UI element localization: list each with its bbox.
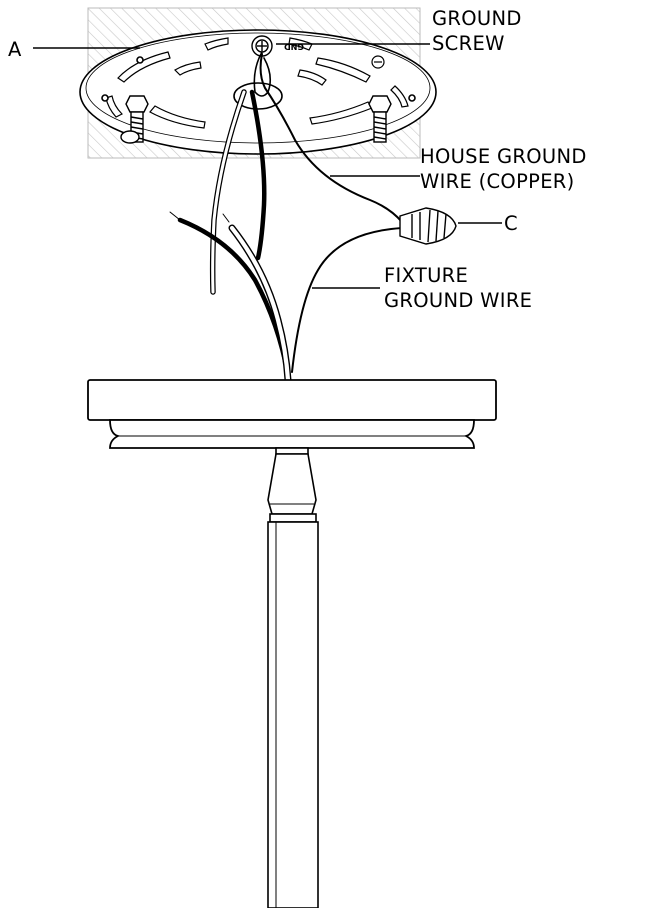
wires <box>169 51 403 384</box>
leader-lines <box>33 43 502 289</box>
label-fixture-ground-wire-line2: GROUND WIRE <box>384 289 532 312</box>
label-c: C <box>504 212 518 235</box>
ground-screw <box>251 35 273 57</box>
fixture-ground-wire <box>291 227 403 373</box>
label-ground-screw-line2: SCREW <box>432 32 505 55</box>
label-house-ground-wire-line2: WIRE (COPPER) <box>420 170 575 193</box>
label-house-ground-wire-line1: HOUSE GROUND <box>420 145 587 168</box>
house-black-wire <box>249 89 267 261</box>
mounting-plate <box>79 29 437 155</box>
plate-stamp: GND <box>284 42 304 51</box>
fixture-stem <box>267 447 319 908</box>
labels: A GROUND SCREW HOUSE GROUND WIRE (COPPER… <box>8 7 587 312</box>
label-fixture-ground-wire-line1: FIXTURE <box>384 264 468 287</box>
small-screw <box>371 55 385 69</box>
mounting-bolt-right <box>368 95 392 143</box>
house-ground-wire <box>259 53 403 223</box>
wire-nut-connector <box>399 207 457 245</box>
ground-wire-loop <box>253 51 272 97</box>
label-ground-screw-line1: GROUND <box>432 7 522 30</box>
plate-slots <box>105 37 409 129</box>
label-a: A <box>8 38 22 61</box>
fixture-canopy <box>87 379 497 449</box>
mounting-bolt-left <box>120 95 149 144</box>
